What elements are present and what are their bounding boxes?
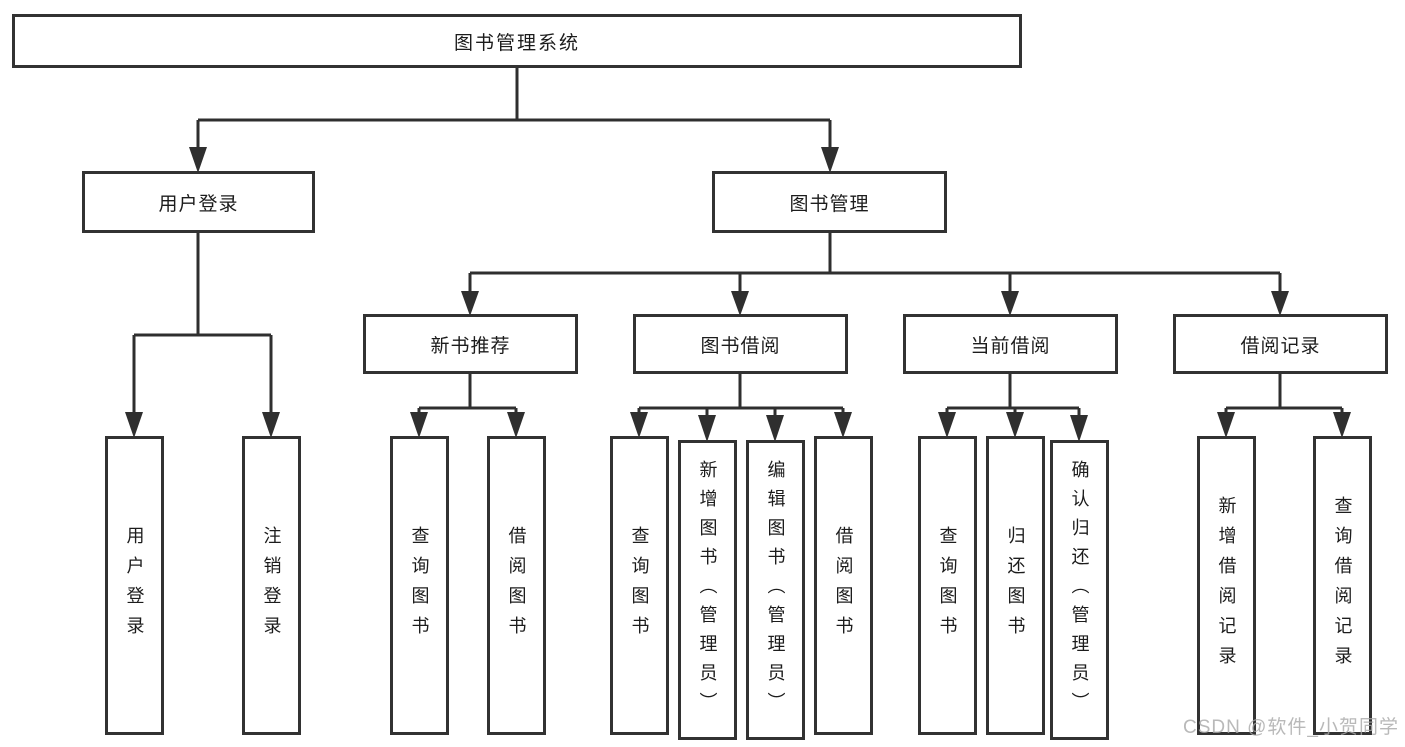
node-label: 图书管理	[789, 193, 870, 215]
node-book-borrowing: 图书借阅	[633, 314, 848, 374]
node-label: 查询图书	[409, 525, 430, 646]
leaf-query-books-recommend: 查询图书	[390, 436, 449, 735]
node-label: 查询图书	[629, 525, 650, 646]
node-label: 注销登录	[261, 525, 282, 646]
node-label: 查询图书	[937, 525, 958, 646]
leaf-add-borrow-record: 新增借阅记录	[1197, 436, 1256, 735]
leaf-logout: 注销登录	[242, 436, 301, 735]
leaf-edit-book-admin: 编辑图书（管理员）	[746, 440, 805, 740]
leaf-return-book: 归还图书	[986, 436, 1045, 735]
leaf-add-book-admin: 新增图书（管理员）	[678, 440, 737, 740]
node-borrowing-records: 借阅记录	[1173, 314, 1388, 374]
node-label: 借阅图书	[506, 525, 527, 646]
leaf-borrow-books-recommend: 借阅图书	[487, 436, 546, 735]
node-label: 编辑图书（管理员）	[765, 459, 786, 721]
node-library-system-root: 图书管理系统	[12, 14, 1022, 68]
node-user-login: 用户登录	[82, 171, 315, 233]
node-label: 查询借阅记录	[1332, 495, 1353, 676]
node-current-borrowing: 当前借阅	[903, 314, 1118, 374]
leaf-borrow-books-borrowing: 借阅图书	[814, 436, 873, 735]
node-label: 新增图书（管理员）	[697, 459, 718, 721]
node-new-book-recommend: 新书推荐	[363, 314, 578, 374]
node-label: 用户登录	[124, 525, 145, 646]
node-book-management: 图书管理	[712, 171, 947, 233]
node-label: 确认归还（管理员）	[1069, 459, 1090, 721]
csdn-watermark: CSDN @软件_小贺同学	[1183, 717, 1399, 738]
node-label: 图书借阅	[700, 335, 781, 357]
leaf-query-books-current: 查询图书	[918, 436, 977, 735]
node-label: 图书管理系统	[453, 32, 580, 54]
node-label: 用户登录	[158, 193, 239, 215]
node-label: 借阅图书	[833, 525, 854, 646]
leaf-query-borrow-record: 查询借阅记录	[1313, 436, 1372, 735]
node-label: 新书推荐	[430, 335, 511, 357]
node-label: 新增借阅记录	[1216, 495, 1237, 676]
leaf-query-books-borrowing: 查询图书	[610, 436, 669, 735]
node-label: 借阅记录	[1240, 335, 1321, 357]
leaf-user-login: 用户登录	[105, 436, 164, 735]
node-label: 当前借阅	[970, 335, 1051, 357]
node-label: 归还图书	[1005, 525, 1026, 646]
leaf-confirm-return-admin: 确认归还（管理员）	[1050, 440, 1109, 740]
